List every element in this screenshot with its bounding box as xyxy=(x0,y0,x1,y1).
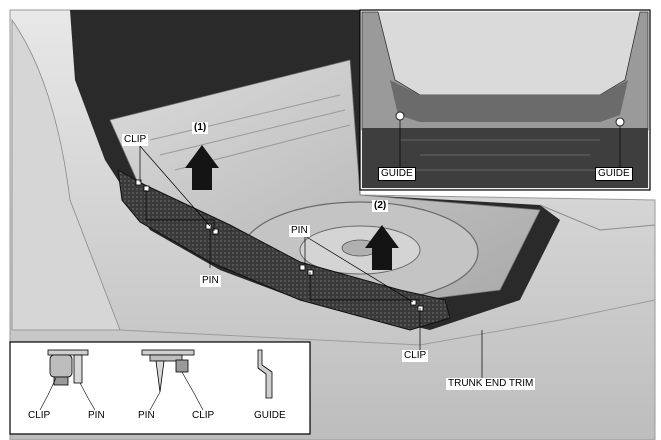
label-guide-right: GUIDE xyxy=(595,167,633,181)
legend-label-clip-2: CLIP xyxy=(190,410,217,422)
label-clip-top: CLIP xyxy=(122,134,149,146)
label-pin-left: PIN xyxy=(200,275,221,287)
trunk-end-trim xyxy=(117,169,451,331)
guide-marker-right xyxy=(615,117,625,127)
pin-clip-drawing-2 xyxy=(141,349,204,411)
arrow-1 xyxy=(185,145,219,190)
label-pin-center: PIN xyxy=(289,225,310,237)
legend-label-clip-1: CLIP xyxy=(26,410,53,422)
label-clip-right: CLIP xyxy=(402,350,429,362)
leader-lines xyxy=(139,145,483,380)
guide-drawing xyxy=(257,349,273,399)
label-step-1: (1) xyxy=(192,122,209,134)
legend-label-pin-2: PIN xyxy=(136,410,157,422)
label-step-2: (2) xyxy=(372,200,389,212)
label-guide-left: GUIDE xyxy=(378,167,416,181)
inset-floor xyxy=(362,128,648,188)
guide-marker-left xyxy=(395,111,405,121)
arrow-2 xyxy=(365,225,399,270)
legend-label-pin-1: PIN xyxy=(86,410,107,422)
clip-pin-drawing-1 xyxy=(39,349,96,411)
legend-label-guide: GUIDE xyxy=(252,410,288,422)
left-fender xyxy=(11,18,121,331)
label-trunk-end-trim: TRUNK END TRIM xyxy=(446,378,536,390)
